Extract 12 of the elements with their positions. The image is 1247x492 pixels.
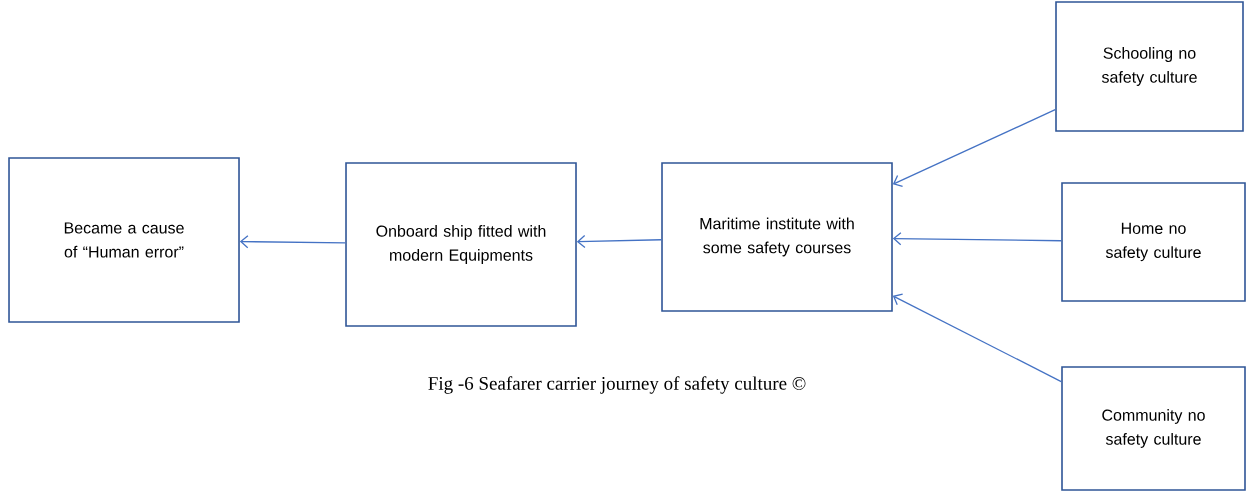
process-box: Community no safety culture — [1061, 366, 1246, 491]
arrow — [892, 293, 1062, 383]
process-box: Onboard ship fitted with modern Equipments — [345, 162, 577, 327]
process-box: Schooling no safety culture — [1055, 1, 1244, 132]
process-box: Home no safety culture — [1061, 182, 1246, 302]
arrow — [892, 232, 1062, 246]
arrow — [239, 235, 346, 249]
process-box: Became a cause of “Human error” — [8, 157, 240, 323]
arrow — [576, 234, 662, 249]
process-box: Maritime institute with some safety courses — [661, 162, 893, 312]
arrow — [892, 109, 1056, 188]
caption: Fig -6 Seafarer carrier journey of safety culture © — [428, 376, 806, 394]
